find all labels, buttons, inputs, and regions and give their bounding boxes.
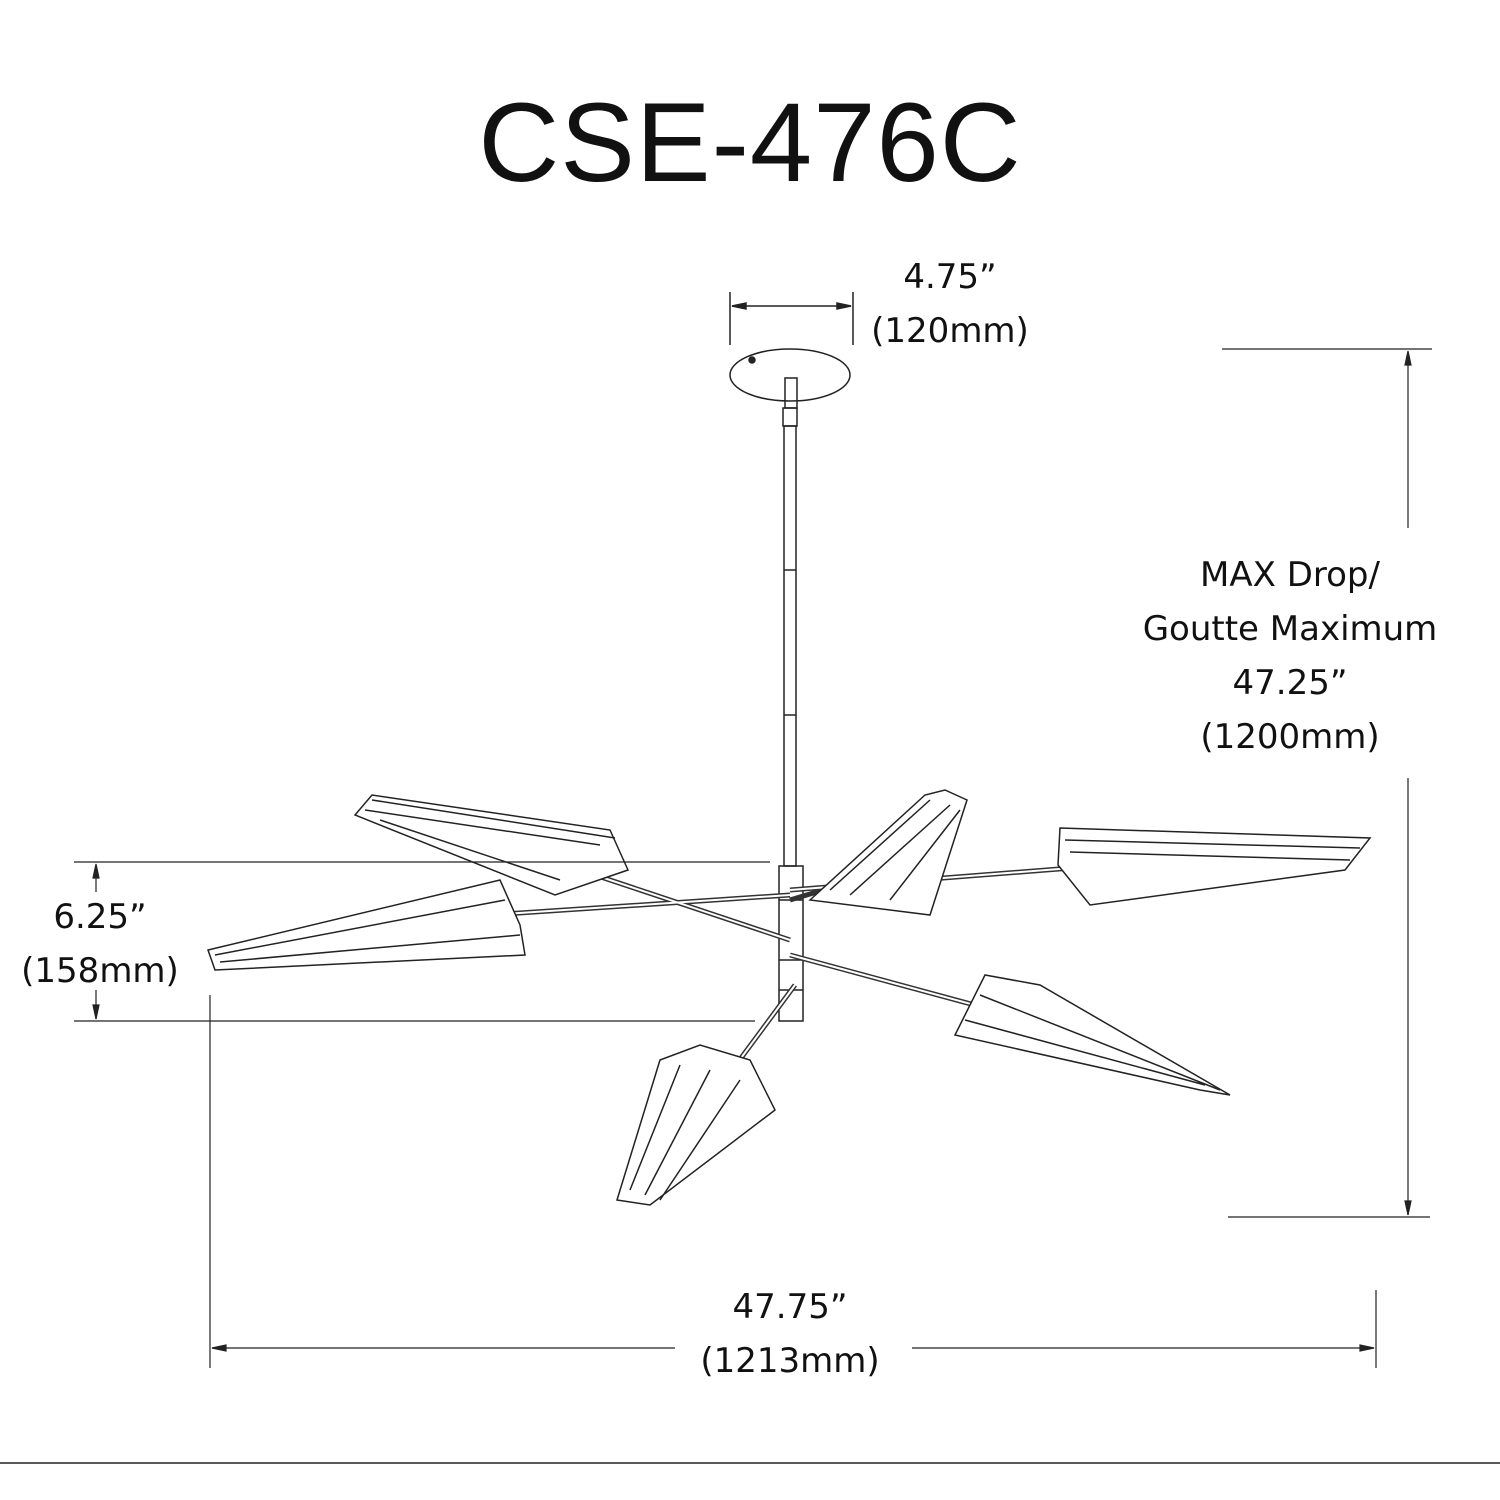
max-drop-metric: (1200mm) [1200,717,1380,757]
overall-width-metric: (1213mm) [700,1341,880,1381]
shade-upper-left [353,794,630,896]
shade-height-dimension-line [74,861,770,1022]
shade-lower-right [953,974,1231,1096]
max-drop-dimension-line [1222,348,1432,1218]
canopy-width-imperial: 4.75” [903,257,997,297]
overall-width-label: 47.75” (1213mm) [690,1280,890,1388]
shade-bottom [616,1044,776,1206]
max-drop-label: MAX Drop/ Goutte Maximum 47.25” (1200mm) [1110,548,1470,764]
max-drop-label-en: MAX Drop/ [1200,555,1380,595]
shade-height-imperial: 6.25” [53,897,147,937]
overall-width-dimension-line [209,995,1377,1368]
canopy-dimension-line [729,292,854,345]
arms [489,847,1111,1102]
shade-height-label: 6.25” (158mm) [0,890,200,998]
stem [778,425,804,1022]
shade-left [207,879,526,971]
shade-right [1057,827,1372,906]
shade-center [808,789,968,916]
shade-height-metric: (158mm) [21,951,179,991]
model-title: CSE-476C [478,80,1022,205]
canopy-width-metric: (120mm) [871,311,1029,351]
max-drop-imperial: 47.25” [1232,663,1348,703]
canopy-width-label: 4.75” (120mm) [850,250,1050,358]
max-drop-label-fr: Goutte Maximum [1142,609,1438,649]
canopy [729,348,851,427]
shades [207,789,1372,1206]
overall-width-imperial: 47.75” [732,1287,848,1327]
